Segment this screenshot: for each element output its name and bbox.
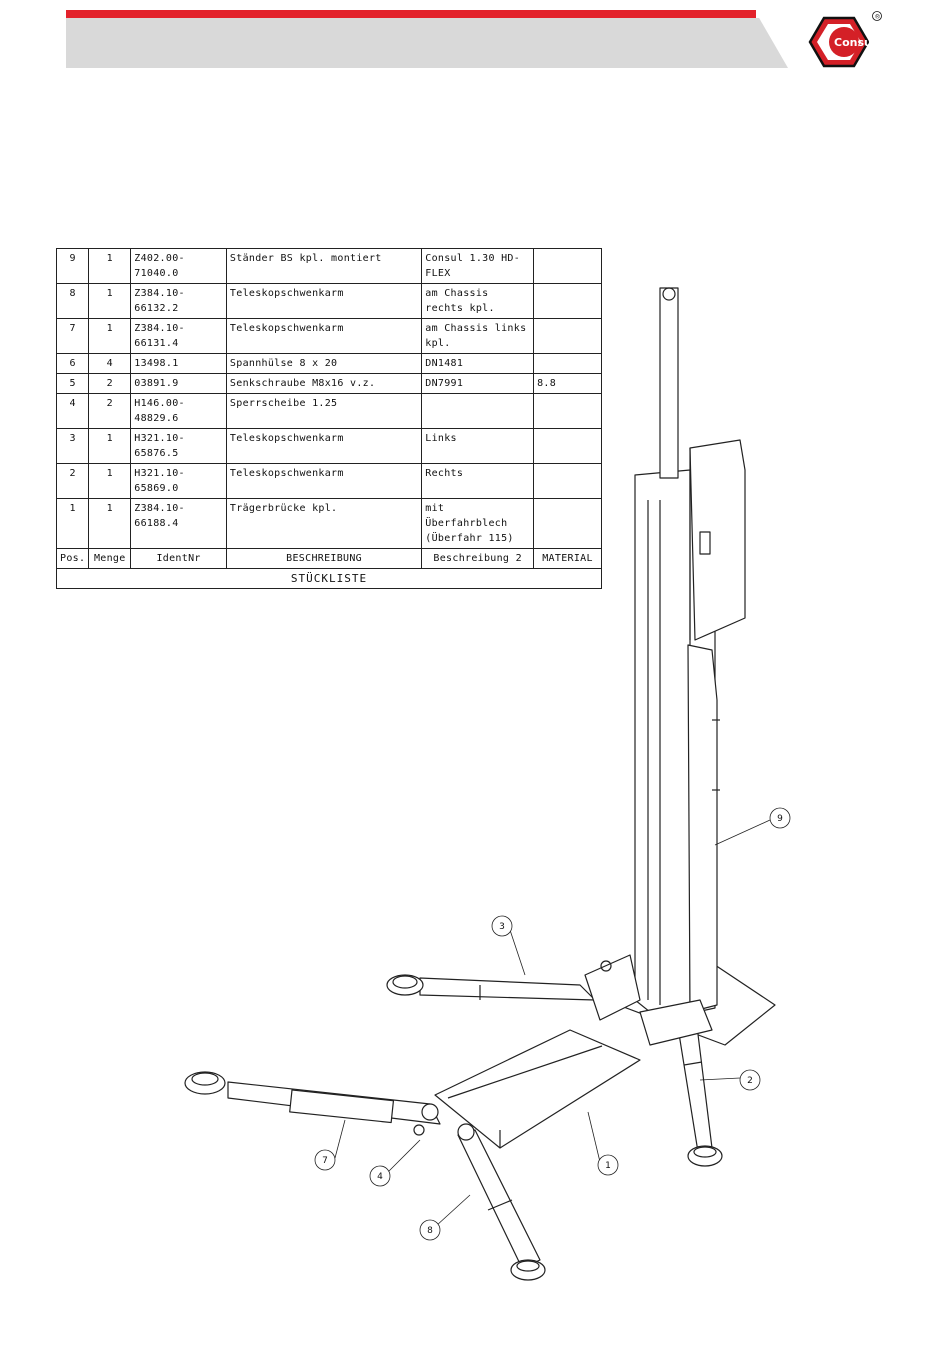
pad-3 (386, 974, 424, 996)
pad-8 (510, 1259, 546, 1281)
header-red-stripe (66, 10, 756, 18)
arm-3 (419, 977, 596, 1001)
header-grey-band (66, 18, 788, 68)
cell-beschreibung: Trägerbrücke kpl. (225, 498, 423, 549)
pad-7 (184, 1071, 226, 1095)
callout-7: 7 (322, 1156, 328, 1166)
cell-beschreibung: Ständer BS kpl. montiert (225, 248, 423, 284)
cell-material (533, 248, 602, 284)
cell-menge: 1 (88, 498, 132, 549)
cell-material (533, 283, 602, 319)
parts-caption: STÜCKLISTE (56, 568, 602, 589)
cell-beschreibung2: Rechts (421, 463, 535, 499)
consul-logo: Consul ® (808, 11, 882, 68)
pad-2 (687, 1145, 723, 1167)
callout-9: 9 (777, 814, 783, 824)
cell-ident: H321.10-65869.0 (130, 463, 227, 499)
callout-8-circle (419, 1219, 441, 1241)
cell-menge: 2 (88, 393, 132, 429)
parts-header-row: Pos. Menge IdentNr BESCHREIBUNG Beschrei… (55, 548, 602, 569)
cell-menge: 1 (88, 318, 132, 354)
callout-3: 3 (499, 922, 505, 932)
cell-beschreibung2: am Chassis rechts kpl. (421, 283, 535, 319)
cell-material (533, 318, 602, 354)
cell-menge: 4 (88, 353, 132, 374)
cell-pos: 1 (55, 498, 90, 549)
callout-1-circle (597, 1154, 619, 1176)
cell-pos: 4 (55, 393, 90, 429)
registered-mark: ® (875, 14, 881, 21)
cell-material (533, 463, 602, 499)
cell-ident: Z384.10-66188.4 (130, 498, 227, 549)
callout-4: 4 (377, 1172, 383, 1182)
callout-1: 1 (605, 1161, 611, 1171)
callout-7-circle (314, 1149, 336, 1171)
cell-ident: Z384.10-66132.2 (130, 283, 227, 319)
cell-ident: Z384.10-66131.4 (130, 318, 227, 354)
callout-2: 2 (747, 1076, 753, 1086)
bridge-plate (434, 1029, 641, 1149)
callout-2-circle (739, 1069, 761, 1091)
cell-menge: 1 (88, 428, 132, 464)
cell-beschreibung2: am Chassis links kpl. (421, 318, 535, 354)
cell-pos: 8 (55, 283, 90, 319)
parts-caption-row: STÜCKLISTE (56, 568, 602, 589)
cell-beschreibung: Teleskopschwenkarm (225, 318, 423, 354)
cell-beschreibung2 (421, 393, 535, 429)
callout-3-circle (491, 915, 513, 937)
cell-beschreibung2: Links (421, 428, 535, 464)
callout-9-circle (769, 807, 791, 829)
callout-8: 8 (427, 1226, 433, 1236)
callout-4-circle (369, 1165, 391, 1187)
cell-pos: 2 (55, 463, 90, 499)
carriage (687, 644, 718, 1013)
column-rail (659, 287, 679, 479)
cell-pos: 3 (55, 428, 90, 464)
arm-8 (457, 1129, 541, 1269)
logo-text: Consul (834, 36, 876, 49)
cell-menge: 1 (88, 463, 132, 499)
control-box (689, 439, 746, 641)
